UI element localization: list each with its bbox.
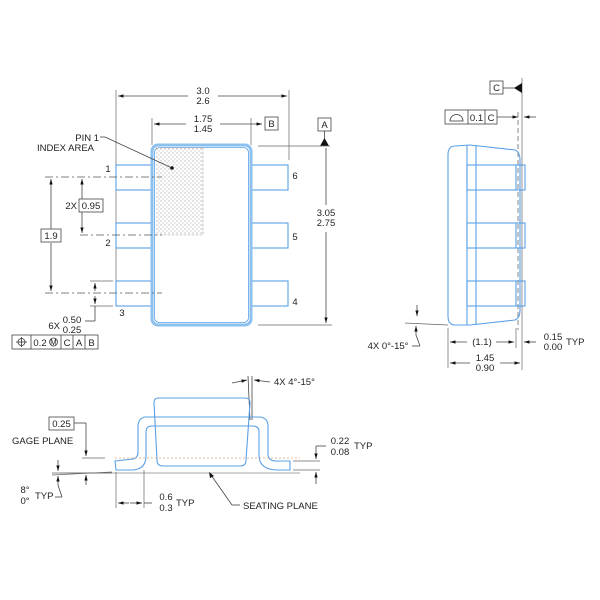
pin-2-number: 2 (105, 238, 110, 249)
height-max: 1.45 (476, 353, 495, 364)
profile-datum: C (488, 113, 495, 124)
body-length-min: 2.75 (317, 218, 336, 229)
datum-c: C (493, 83, 500, 94)
datum-ref-1: C (64, 338, 71, 349)
inner-ref-dim: (1.1) (472, 337, 492, 348)
index-area-label: INDEX AREA (37, 143, 95, 154)
lead-thickness-min: 0.08 (331, 447, 350, 458)
pitch-value: 0.95 (82, 201, 101, 212)
seating-plane-label: SEATING PLANE (243, 501, 318, 512)
pin1-label: PIN 1 (75, 133, 99, 144)
lead-angle-suffix: TYP (35, 491, 53, 502)
foot-length-suffix: TYP (176, 498, 194, 509)
standoff-min: 0.00 (544, 342, 563, 353)
profile-of-surface-icon (449, 114, 464, 122)
lead-width-min: 0.25 (63, 325, 82, 336)
position-tolerance-frame: 0.2 M C A B (11, 334, 99, 350)
body-length-max: 3.05 (317, 208, 336, 219)
lead-angle-min: 0° (20, 496, 29, 507)
body-width-max: 1.75 (194, 114, 213, 125)
lead-width-max: 0.50 (63, 315, 82, 326)
profile-tolerance-frame: 0.1 C (444, 109, 536, 125)
body-width-min: 1.45 (194, 124, 213, 135)
datum-ref-3: B (88, 338, 94, 349)
gage-value: 0.25 (52, 419, 71, 430)
standoff-suffix: TYP (566, 337, 584, 348)
pin-4-number: 4 (292, 297, 297, 308)
gage-plane-label: GAGE PLANE (12, 436, 73, 447)
datum-a: A (321, 120, 328, 131)
draft-angle: 4X 4°-15° (274, 377, 315, 388)
side-angle: 4X 0°-15° (368, 341, 409, 352)
pitch-qty: 2X (65, 201, 77, 212)
pin-5-number: 5 (292, 232, 297, 243)
top-view: 3.0 2.6 1.75 1.45 B A (11, 86, 336, 350)
pin1-index-area (156, 148, 203, 235)
lead-width-qty: 6X (48, 321, 60, 332)
pin-3-number: 3 (119, 308, 124, 319)
datum-b: B (268, 119, 274, 130)
foot-length-max: 0.6 (159, 492, 172, 503)
pin-6-number: 6 (292, 171, 297, 182)
profile-value: 0.1 (470, 113, 483, 124)
height-min: 0.90 (476, 363, 495, 374)
lead-thickness-max: 0.22 (331, 436, 350, 447)
position-icon (16, 337, 27, 347)
datum-ref-2: A (76, 338, 83, 349)
overall-width-max: 3.0 (196, 86, 209, 97)
side-view: C 0.1 C 4X 0°-15° (368, 78, 584, 374)
overall-width-min: 2.6 (196, 96, 209, 107)
mmc-modifier: M (50, 338, 57, 347)
pin-span: 1.9 (44, 231, 57, 242)
pin-1-number: 1 (105, 164, 110, 175)
lead-angle-max: 8° (20, 485, 29, 496)
position-value: 0.2 (33, 338, 46, 349)
mmc-modifier-icon (49, 337, 58, 347)
foot-length-min: 0.3 (159, 503, 172, 514)
front-view: 4X 4°-15° 0.25 GAGE PLANE 8° 0° TYP (12, 375, 372, 514)
lead-thickness-suffix: TYP (354, 441, 372, 452)
standoff-max: 0.15 (544, 332, 563, 343)
